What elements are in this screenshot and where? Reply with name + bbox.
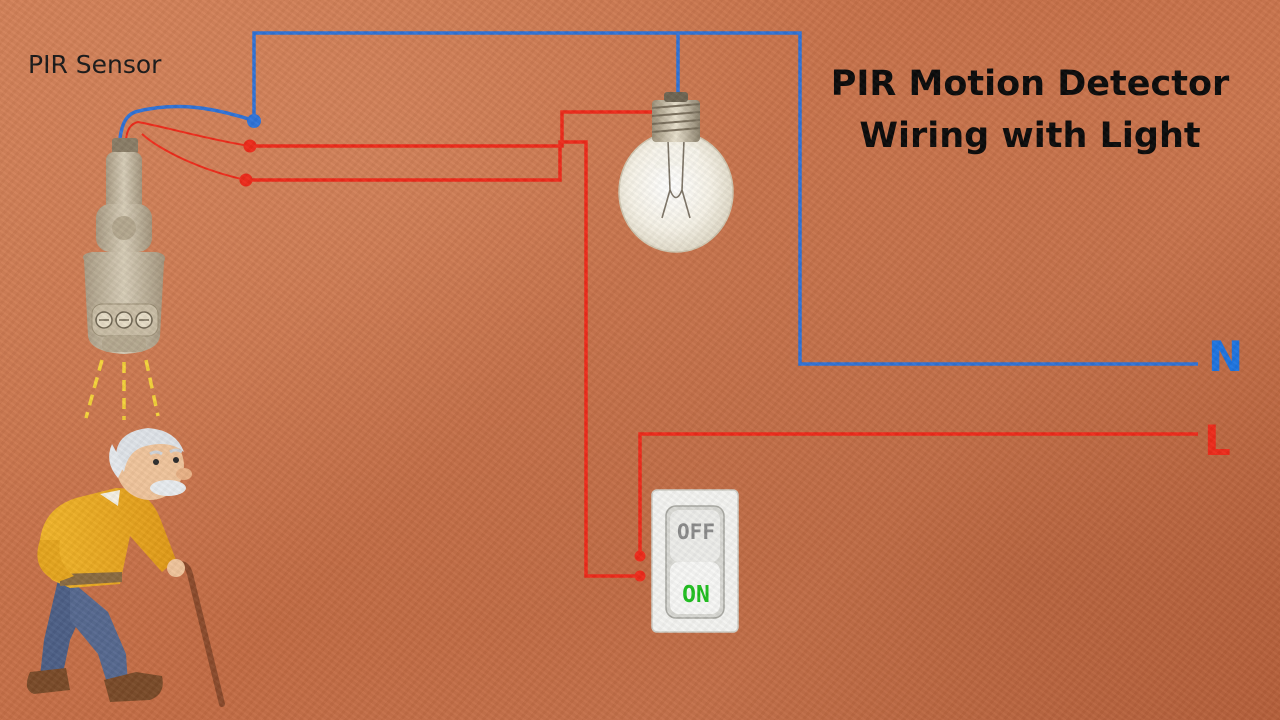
- live-wire: [125, 110, 1198, 578]
- diagram-title: PIR Motion Detector Wiring with Light: [800, 58, 1260, 162]
- neutral-wire: [118, 31, 1198, 366]
- title-line-2: Wiring with Light: [859, 116, 1201, 156]
- pir-sensor-icon: [83, 138, 165, 354]
- sensor-terminal-load: [239, 173, 253, 187]
- switch-icon[interactable]: [651, 489, 739, 633]
- sensor-terminal-live: [243, 139, 257, 153]
- switch-on-label: ON: [682, 582, 710, 608]
- live-terminal-label: L: [1204, 416, 1231, 465]
- neutral-terminal-label: N: [1208, 332, 1244, 381]
- light-bulb-icon: [618, 92, 734, 253]
- detection-rays: [84, 359, 160, 420]
- switch-terminal-in: [634, 550, 646, 562]
- pir-sensor-label: PIR Sensor: [28, 50, 162, 79]
- switch-terminal-out: [634, 570, 646, 582]
- sensor-terminal-neutral: [247, 114, 261, 128]
- title-line-1: PIR Motion Detector: [830, 64, 1230, 104]
- switch-off-label: OFF: [677, 520, 715, 544]
- old-man-with-cane-icon: [26, 428, 225, 707]
